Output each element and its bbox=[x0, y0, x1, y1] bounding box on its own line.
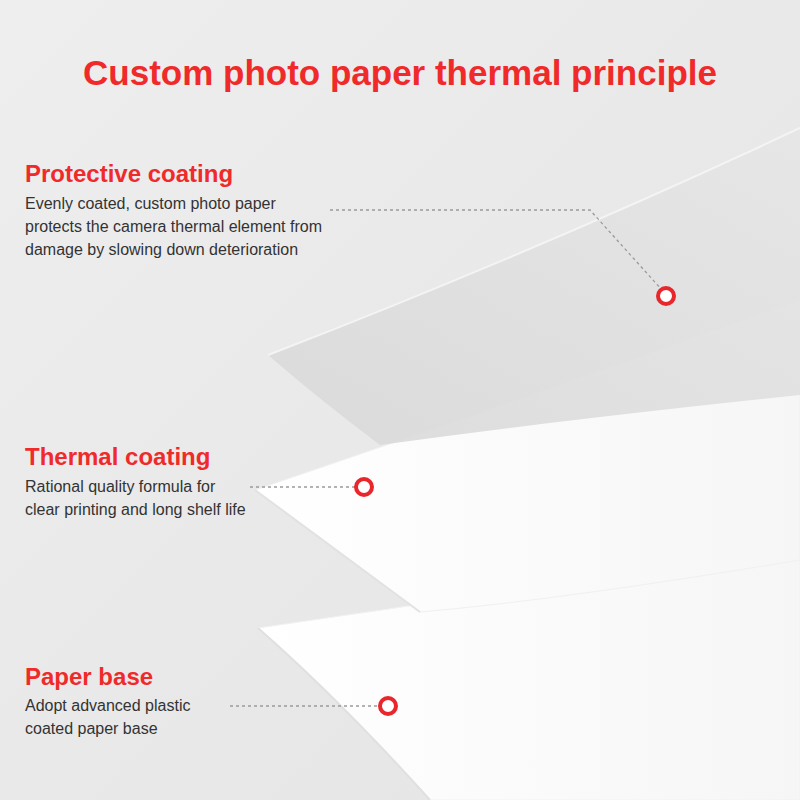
leader-line bbox=[330, 210, 662, 290]
leader-line bbox=[230, 705, 380, 706]
marker-dot bbox=[356, 479, 372, 495]
sheet-edge bbox=[268, 128, 800, 355]
sheet-edge bbox=[255, 490, 420, 612]
layer-heading: Protective coating bbox=[25, 160, 233, 188]
leader-line bbox=[250, 486, 356, 487]
layer-description: Adopt advanced plastic coated paper base bbox=[25, 694, 225, 740]
marker-dot bbox=[380, 698, 396, 714]
sheet-edge bbox=[258, 628, 430, 800]
layer-heading: Thermal coating bbox=[25, 443, 210, 471]
layer-description: Evenly coated, custom photo paper protec… bbox=[25, 192, 325, 261]
diagram-title: Custom photo paper thermal principle bbox=[0, 52, 800, 94]
protective-coating-sheet bbox=[268, 128, 800, 445]
marker-dot bbox=[658, 288, 674, 304]
layer-heading: Paper base bbox=[25, 663, 153, 691]
layer-description: Rational quality formula for clear print… bbox=[25, 475, 247, 521]
